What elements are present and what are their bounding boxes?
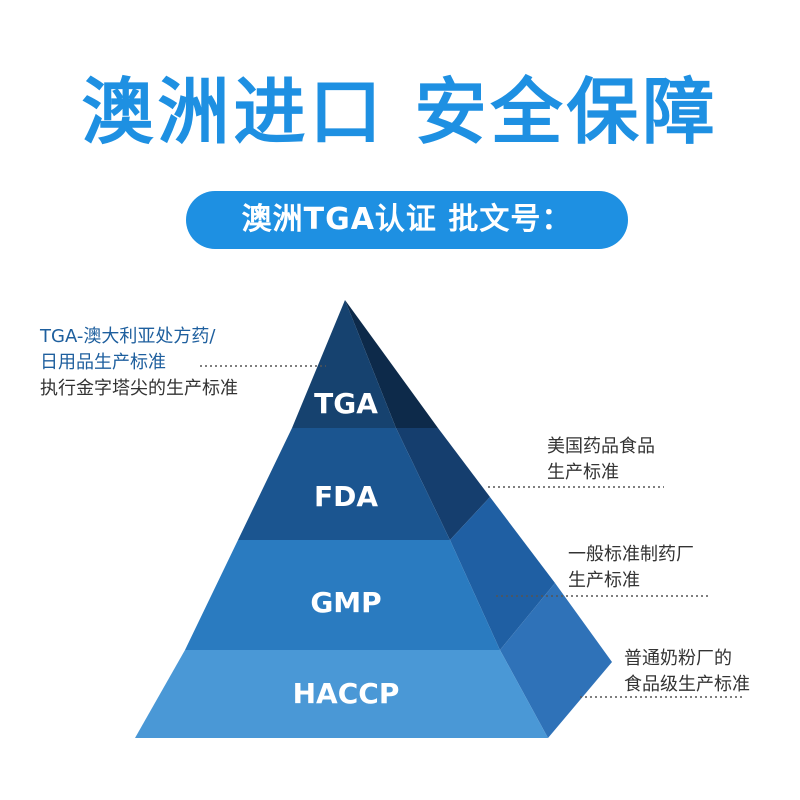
annotation-haccp-line1: 普通奶粉厂的 — [624, 648, 732, 669]
level-label-haccp: HACCP — [293, 677, 400, 710]
annotation-fda-line1: 美国药品食品 — [547, 436, 655, 457]
pyramid-level-fda — [238, 428, 450, 540]
pyramid-side-fda — [396, 428, 490, 540]
pyramid-level-tga — [292, 300, 396, 428]
annotation-gmp: 一般标准制药厂 生产标准 — [568, 542, 694, 594]
pyramid-level-haccp — [135, 650, 548, 738]
annotation-tga-line2: 日用品生产标准 — [40, 352, 166, 373]
pyramid-level-gmp — [185, 540, 500, 650]
pyramid-side-haccp — [500, 583, 612, 738]
certification-badge: 澳洲TGA认证 批文号：310088 — [186, 191, 628, 295]
annotation-tga-line1: TGA-澳大利亚处方药/ — [40, 326, 216, 347]
annotation-fda: 美国药品食品 生产标准 — [547, 434, 655, 486]
annotation-gmp-line2: 生产标准 — [568, 570, 640, 591]
annotation-tga-line3: 执行金字塔尖的生产标准 — [40, 378, 238, 399]
pyramid-side-gmp — [450, 497, 555, 650]
level-label-tga: TGA — [314, 387, 378, 420]
level-label-gmp: GMP — [310, 586, 381, 619]
level-label-fda: FDA — [314, 480, 378, 513]
annotation-tga: TGA-澳大利亚处方药/ 日用品生产标准 执行金字塔尖的生产标准 — [40, 324, 238, 402]
annotation-gmp-line1: 一般标准制药厂 — [568, 544, 694, 565]
annotation-haccp: 普通奶粉厂的 食品级生产标准 — [624, 646, 750, 698]
annotation-fda-line2: 生产标准 — [547, 462, 619, 483]
page-title: 澳洲进口 安全保障 — [81, 70, 719, 154]
annotation-haccp-line2: 食品级生产标准 — [624, 674, 750, 695]
pyramid-side-tga — [345, 300, 438, 428]
